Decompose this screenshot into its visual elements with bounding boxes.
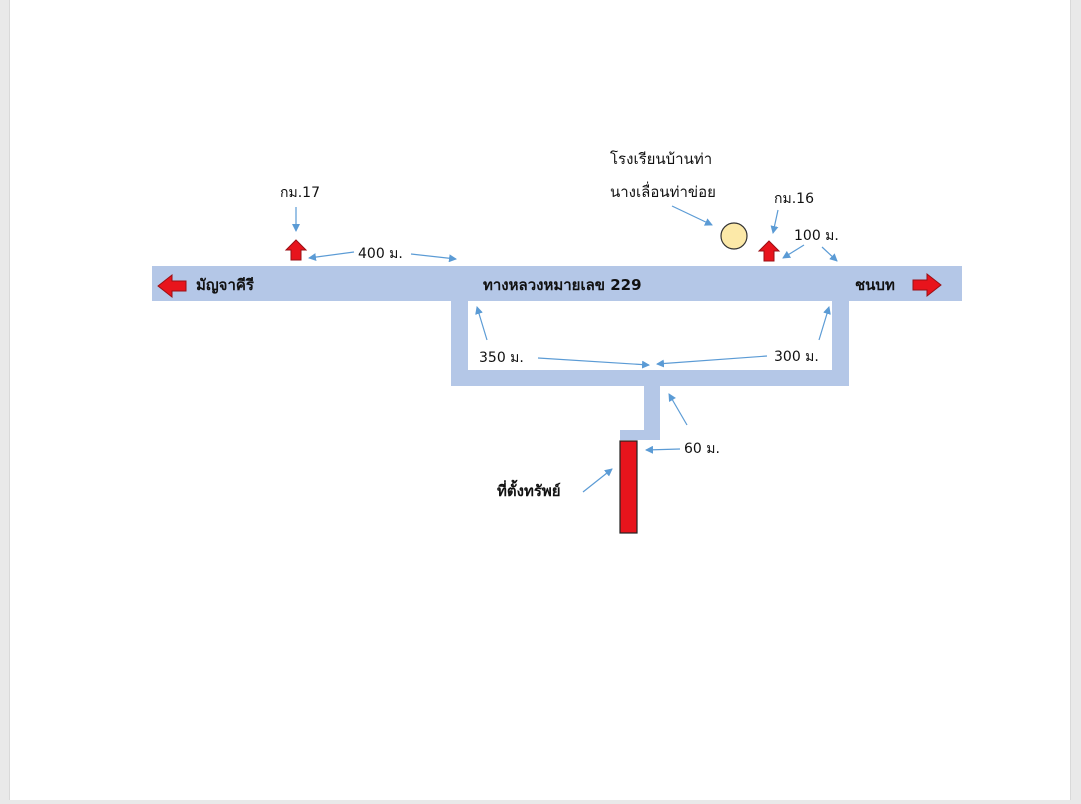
pointer-arrows <box>292 205 838 493</box>
distance-400m: 400 ม. <box>358 246 403 262</box>
east-destination-label: ชนบท <box>855 276 895 294</box>
property-marker <box>619 440 638 534</box>
highway-label: ทางหลวงหมายเลข 229 <box>483 276 642 294</box>
distance-100m: 100 ม. <box>794 228 839 244</box>
school-marker <box>720 222 748 250</box>
distance-60m: 60 ม. <box>684 441 720 457</box>
loop-road <box>451 301 849 386</box>
location-map: ทางหลวงหมายเลข 229 มัญจาคีรี ชนบท กม.17 … <box>152 150 962 534</box>
highway-229 <box>152 266 962 301</box>
distance-350m: 350 ม. <box>479 350 524 366</box>
km17-label: กม.17 <box>280 185 320 201</box>
school-name-line2: นางเลื่อนท่าข่อย <box>610 181 716 201</box>
km16-label: กม.16 <box>774 191 814 207</box>
east-direction-arrow-icon <box>912 272 942 298</box>
document-page: ทางหลวงหมายเลข 229 มัญจาคีรี ชนบท กม.17 … <box>9 0 1071 800</box>
west-destination-label: มัญจาคีรี <box>196 276 255 294</box>
property-label: ที่ตั้งทรัพย์ <box>497 479 561 500</box>
west-direction-arrow-icon <box>157 273 187 299</box>
distance-300m: 300 ม. <box>774 349 819 365</box>
km17-marker-arrow-icon <box>284 239 308 261</box>
km16-marker-arrow-icon <box>757 240 781 262</box>
property-lane <box>620 386 660 440</box>
school-name-line1: โรงเรียนบ้านท่า <box>610 150 712 168</box>
